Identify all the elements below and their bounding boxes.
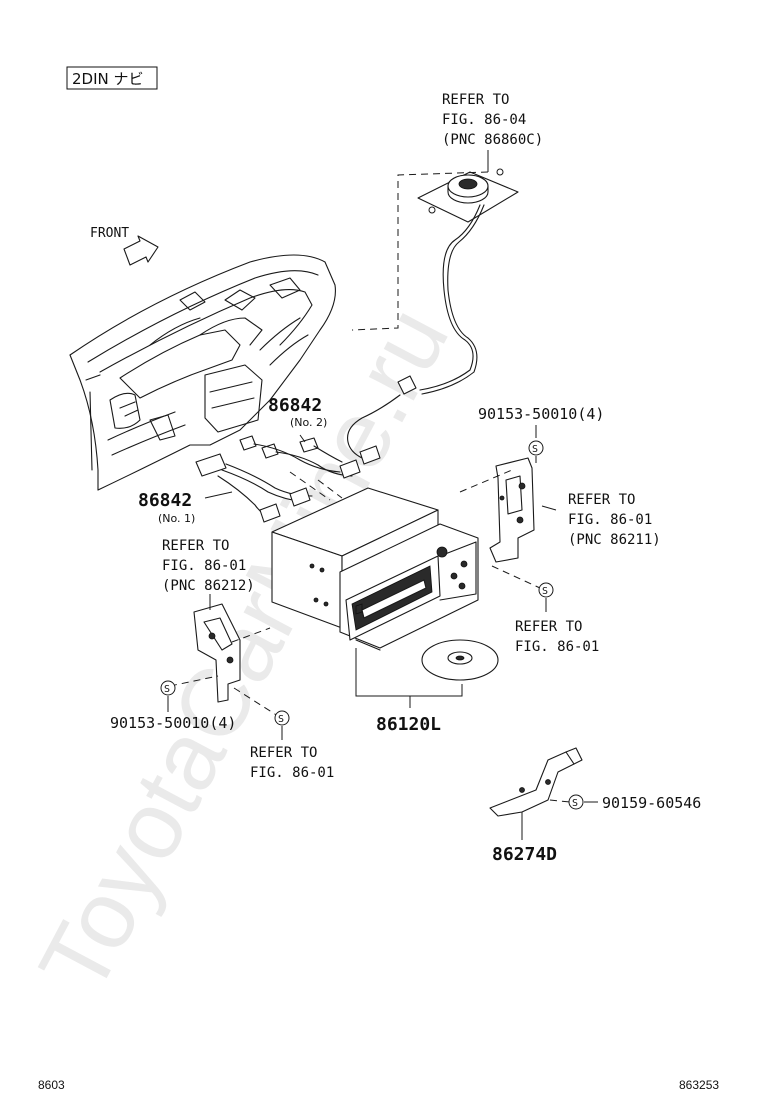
front-arrow-icon: [123, 235, 159, 266]
bracket-left-ref-line3: (PNC 86212): [162, 578, 255, 594]
bracket-left-ref-line2: FIG. 86-01: [162, 558, 246, 574]
svg-text:S: S: [532, 444, 538, 455]
header-tag: 2DIN ナビ: [66, 66, 158, 90]
wire-no2-part-number: 86842: [268, 395, 322, 416]
wire-harness-no2: [239, 435, 361, 479]
antenna-ref-line3: (PNC 86860C): [442, 132, 543, 148]
label-antenna-ref: REFER TO FIG. 86-04 (PNC 86860C): [442, 92, 543, 148]
antenna-ref-line1: REFER TO: [442, 92, 509, 108]
svg-text:S: S: [542, 586, 548, 597]
bracket-right-ref-line3: (PNC 86211): [568, 532, 661, 548]
label-bracket-left-ref: REFER TO FIG. 86-01 (PNC 86212): [162, 538, 255, 594]
bracket-right: [489, 457, 535, 563]
screw-right-part-number: 90153-50010(4): [478, 405, 604, 423]
wire-no1-sub: (No. 1): [158, 512, 195, 525]
header-tag-text: 2DIN ナビ: [72, 70, 144, 88]
disc: [421, 639, 499, 681]
front-label: FRONT: [90, 226, 129, 241]
gps-antenna: [347, 168, 519, 465]
screw-lower-right-ref-line1: REFER TO: [515, 619, 582, 635]
footer-right-code: 863253: [679, 1078, 719, 1092]
svg-text:S: S: [164, 684, 170, 695]
label-bracket-right-ref: REFER TO FIG. 86-01 (PNC 86211): [568, 492, 661, 548]
screw-bracket-part-number: 90159-60546: [602, 794, 701, 812]
bracket-left-ref-line1: REFER TO: [162, 538, 229, 554]
dashboard-illustration: [69, 254, 336, 491]
screw-lower-right-ref-line2: FIG. 86-01: [515, 639, 599, 655]
svg-text:S: S: [572, 798, 578, 809]
front-arrow: FRONT: [90, 226, 159, 266]
bracket-small: [489, 747, 583, 817]
label-screw-lower-left-ref: REFER TO FIG. 86-01: [250, 745, 334, 781]
wire-harness-no1: [195, 453, 313, 523]
svg-text:S: S: [278, 714, 284, 725]
screw-left-part-number: 90153-50010(4): [110, 714, 236, 732]
wire-no2-sub: (No. 2): [290, 416, 327, 429]
label-screw-lower-right-ref: REFER TO FIG. 86-01: [515, 619, 599, 655]
navigation-unit: [271, 487, 479, 651]
antenna-ref-line2: FIG. 86-04: [442, 112, 526, 128]
navi-unit-part-number: 86120L: [376, 714, 441, 735]
bracket-right-ref-line2: FIG. 86-01: [568, 512, 652, 528]
bracket-right-ref-line1: REFER TO: [568, 492, 635, 508]
wire-no1-part-number: 86842: [138, 490, 192, 511]
bracket-part-number: 86274D: [492, 844, 557, 865]
screw-lower-left-ref-line2: FIG. 86-01: [250, 765, 334, 781]
bracket-left: [193, 603, 241, 703]
footer-left-code: 8603: [38, 1078, 65, 1092]
screw-lower-left-ref-line1: REFER TO: [250, 745, 317, 761]
